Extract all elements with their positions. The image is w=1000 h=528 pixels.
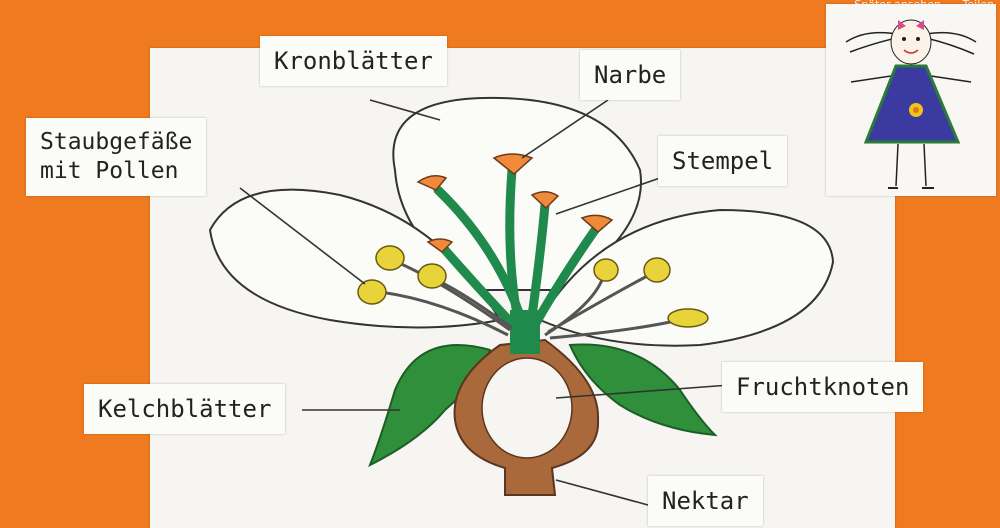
label-stempel: Stempel bbox=[658, 136, 788, 186]
label-kelchblaetter: Kelchblätter bbox=[84, 384, 286, 434]
label-fruchtknoten: Fruchtknoten bbox=[722, 362, 924, 412]
label-leader-lines bbox=[239, 99, 731, 506]
girl-icon bbox=[845, 19, 977, 189]
label-nektar: Nektar bbox=[648, 476, 763, 526]
flower-icon bbox=[208, 96, 835, 496]
girl-drawing-card bbox=[826, 4, 996, 196]
label-kronblaetter: Kronblätter bbox=[260, 36, 447, 86]
label-staubgefaesse: Staubgefäße mit Pollen bbox=[26, 118, 207, 196]
label-narbe: Narbe bbox=[580, 50, 681, 100]
